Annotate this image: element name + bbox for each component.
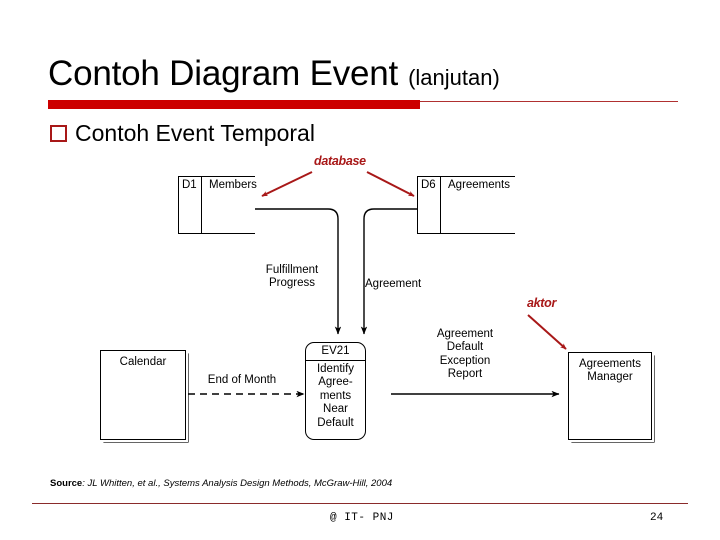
external-agent-agreements-manager: Agreements Manager	[568, 352, 652, 440]
annotation-database: database	[314, 154, 366, 168]
title-sub-text: (lanjutan)	[408, 65, 500, 90]
diagram-connectors	[188, 171, 567, 398]
page-title: Contoh Diagram Event (lanjutan)	[48, 54, 678, 100]
flow-label-end-of-month: End of Month	[194, 374, 290, 388]
footer-divider	[32, 503, 688, 504]
d1-id: D1	[182, 179, 197, 191]
flow-label-agreement: Agreement	[365, 278, 422, 290]
event-diagram: D1 Members D6 Agreements Calendar Agreem…	[62, 152, 662, 472]
flow-label-agreement-default-exception-report: Agreement Default Exception Report	[436, 328, 494, 381]
process-id: EV21	[306, 343, 365, 361]
data-store-d1: D1 Members	[178, 176, 257, 234]
source-text: : JL Whitten, et al., Systems Analysis D…	[82, 478, 393, 489]
square-bullet-icon	[50, 124, 67, 142]
external-agent-calendar: Calendar	[100, 350, 186, 440]
process-name: Identify Agree- ments Near Default	[316, 363, 355, 429]
page-number: 24	[650, 512, 664, 524]
flow-label-fulfillment-progress: Fulfillment Progress	[265, 264, 319, 290]
d1-divider	[201, 177, 202, 233]
data-store-d6: D6 Agreements	[417, 176, 515, 234]
title-main-text: Contoh Diagram Event	[48, 54, 399, 93]
footer-credit: @ IT- PNJ	[330, 512, 394, 524]
title-underline-thick	[48, 100, 420, 109]
calendar-label: Calendar	[119, 356, 167, 368]
d6-divider	[440, 177, 441, 233]
agreements-manager-label: Agreements Manager	[578, 358, 641, 383]
bullet-item: Contoh Event Temporal	[50, 119, 315, 147]
d6-id: D6	[421, 179, 436, 191]
source-label: Source	[50, 478, 83, 489]
process-ev21: EV21 Identify Agree- ments Near Default	[305, 342, 366, 440]
annotation-aktor: aktor	[527, 296, 557, 310]
bullet-label: Contoh Event Temporal	[75, 119, 315, 146]
d6-name: Agreements	[448, 179, 511, 191]
source-citation: Source: JL Whitten, et al., Systems Anal…	[50, 478, 392, 489]
d1-name: Members	[209, 179, 257, 191]
